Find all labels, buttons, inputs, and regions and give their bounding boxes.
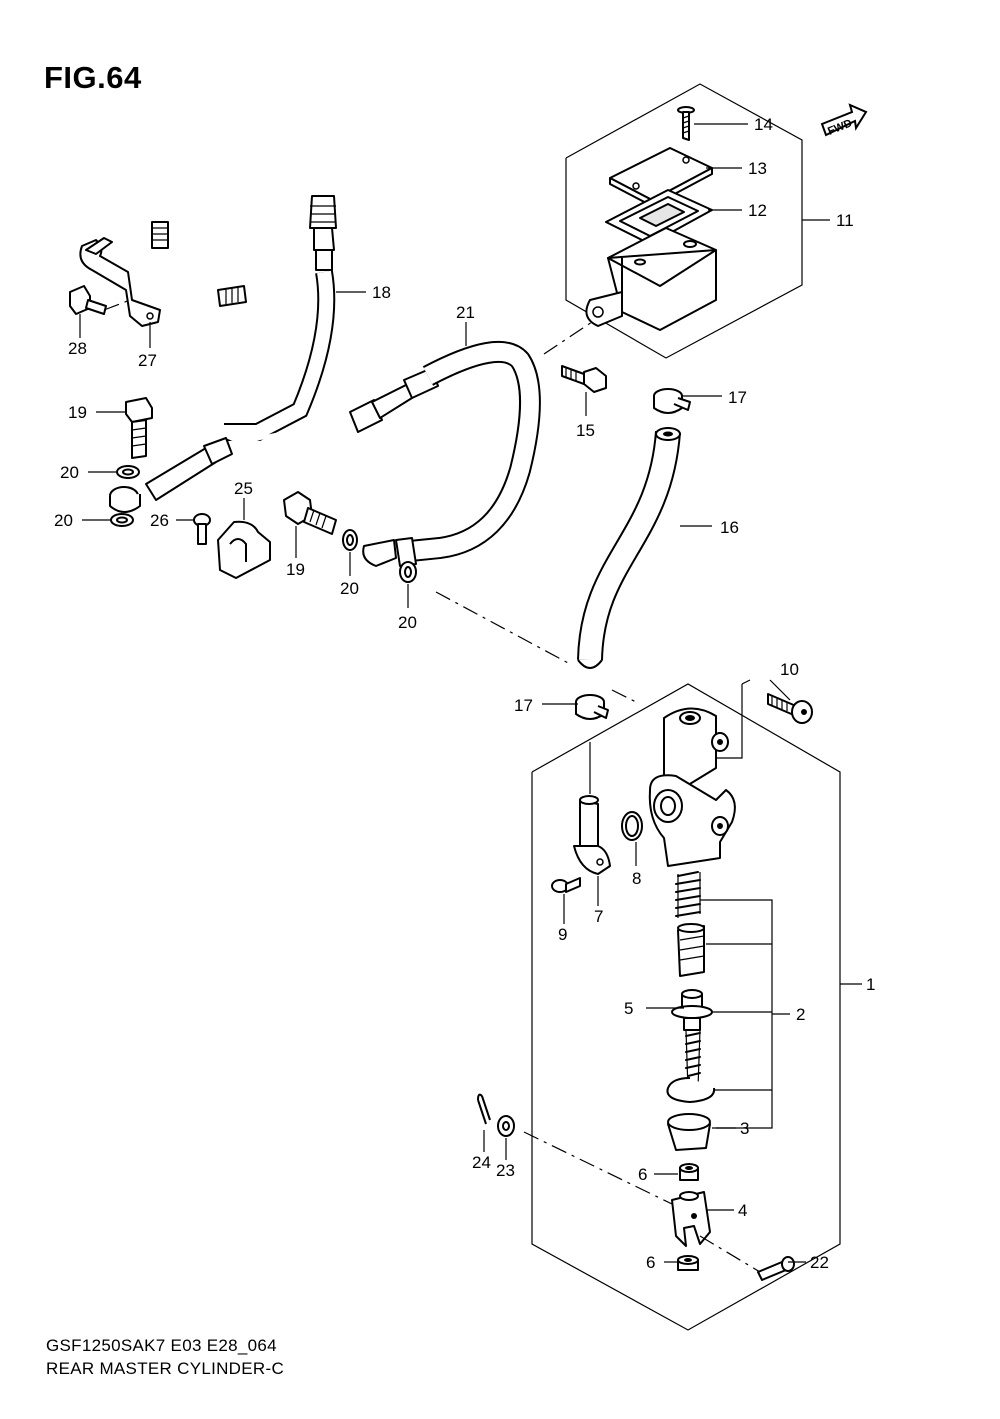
- diagram-code: GSF1250SAK7 E03 E28_064: [46, 1336, 277, 1355]
- callout-8: 8: [632, 869, 641, 888]
- callout-15: 15: [576, 421, 595, 440]
- part-bolt-19-center: [283, 491, 337, 535]
- part-hose-21: [189, 285, 541, 567]
- callout-20-c: 20: [340, 579, 359, 598]
- callout-25: 25: [234, 479, 253, 498]
- part-screw-26: [193, 513, 211, 545]
- callout-20-b: 20: [54, 511, 73, 530]
- callout-19-center: 19: [286, 560, 305, 579]
- callout-26: 26: [150, 511, 169, 530]
- callout-1: 1: [866, 975, 875, 994]
- callout-4: 4: [738, 1201, 747, 1220]
- callout-14: 14: [754, 115, 773, 134]
- part-reservoir-body: [585, 227, 717, 331]
- part-circlip: [666, 1077, 716, 1103]
- leader-lines: [79, 123, 862, 1263]
- part-boot-3: [667, 1113, 711, 1151]
- ref-line-22: [699, 1235, 761, 1273]
- callout-10: 10: [780, 660, 799, 679]
- callout-17-upper: 17: [728, 388, 747, 407]
- callout-22: 22: [810, 1253, 829, 1272]
- group-box-master-cylinder: [531, 683, 841, 1331]
- part-clamp-17-lower: [575, 694, 609, 720]
- callout-6-upper: 6: [638, 1165, 647, 1184]
- fwd-arrow-icon: FWD: [820, 103, 868, 138]
- callout-11: 11: [836, 211, 854, 230]
- callout-12: 12: [748, 201, 767, 220]
- callout-5: 5: [624, 999, 633, 1018]
- part-clamp-25: [217, 520, 271, 579]
- part-diaphragm-12: [605, 189, 713, 245]
- callout-21: 21: [456, 303, 475, 322]
- callout-18: 18: [372, 283, 391, 302]
- ref-line-23: [523, 1131, 673, 1205]
- part-cylinder-body: [648, 707, 736, 867]
- part-bolt-10: [767, 693, 813, 724]
- part-hose-fitting-7: [573, 795, 611, 875]
- group-box-reservoir: [565, 83, 803, 359]
- callout-7: 7: [594, 907, 603, 926]
- callout-2: 2: [796, 1005, 805, 1024]
- part-washer-5: [671, 989, 713, 1031]
- ref-line-15: [543, 321, 593, 355]
- figure-title: FIG.64: [44, 60, 142, 95]
- diagram-name: REAR MASTER CYLINDER-C: [46, 1359, 285, 1378]
- callout-19-upper: 19: [68, 403, 87, 422]
- callout-13: 13: [748, 159, 767, 178]
- part-bracket-27: [79, 237, 161, 327]
- part-banjo-fitting-left: [109, 437, 233, 513]
- part-bolt-28: [69, 285, 107, 315]
- part-cap-13: [609, 147, 713, 207]
- part-hose-18: [151, 159, 337, 441]
- part-nut-6-upper: [679, 1163, 699, 1181]
- callout-labels: 14 13 12 11 15 17 16 17 10 1 2 3 4 5 6 6…: [54, 115, 875, 1272]
- part-nut-6-lower: [677, 1255, 699, 1271]
- part-push-rod: [685, 1032, 701, 1077]
- callout-27: 27: [138, 351, 157, 370]
- part-clevis-4: [671, 1191, 711, 1247]
- part-clamp-17-upper: [653, 388, 691, 414]
- part-bolt-15: [561, 365, 607, 393]
- part-screw-14: [677, 106, 695, 141]
- callout-9: 9: [558, 925, 567, 944]
- callout-16: 16: [720, 518, 739, 537]
- callout-20-d: 20: [398, 613, 417, 632]
- part-bolt-19-upper: [125, 397, 153, 459]
- part-pin-22: [757, 1256, 795, 1281]
- callout-28: 28: [68, 339, 87, 358]
- callout-20-a: 20: [60, 463, 79, 482]
- ref-line-20-16: [435, 591, 637, 703]
- part-hose-16: [577, 427, 681, 669]
- callout-6-lower: 6: [646, 1253, 655, 1272]
- part-screw-9: [551, 877, 581, 893]
- part-spring: [675, 871, 701, 917]
- callout-3: 3: [740, 1119, 749, 1138]
- callout-17-lower: 17: [514, 696, 533, 715]
- part-piston: [677, 923, 705, 977]
- callout-24: 24: [472, 1153, 491, 1172]
- callout-23: 23: [496, 1161, 515, 1180]
- part-cotter-pin-24: [477, 1093, 491, 1125]
